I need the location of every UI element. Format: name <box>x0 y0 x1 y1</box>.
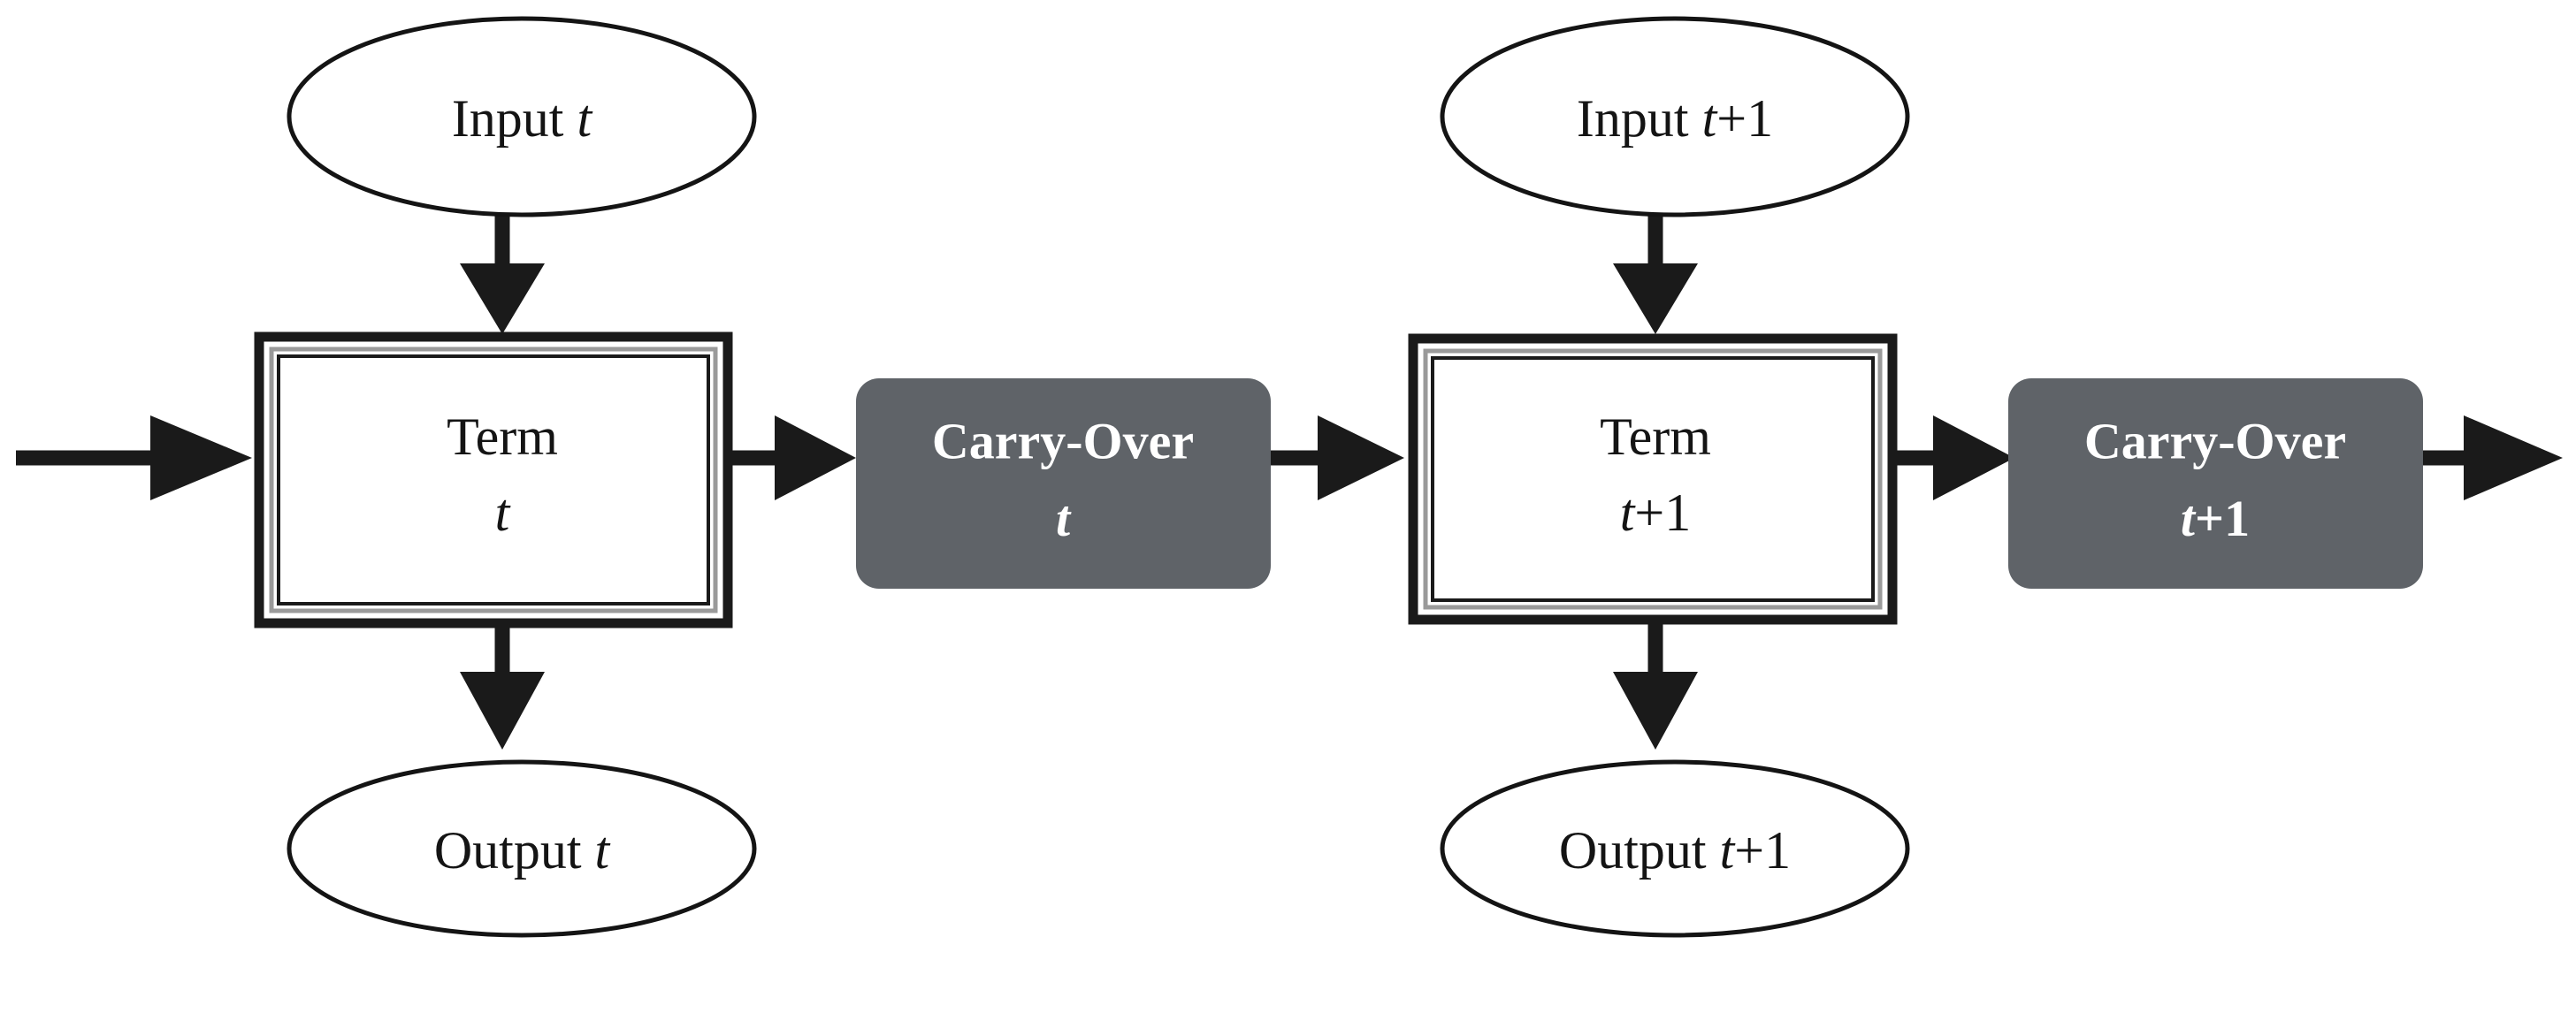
term-t1-mid-border <box>1423 348 1883 610</box>
input-t-ellipse <box>287 16 757 217</box>
node-carry-over-t[interactable]: Carry-Over t <box>856 378 1271 589</box>
input-t-label: Input t <box>452 89 593 148</box>
carry-over-t-var: t <box>1056 490 1072 547</box>
input-t1-var: t <box>1702 89 1718 148</box>
arrow-term-t-to-carry-t <box>732 415 856 500</box>
node-input-t1[interactable]: Input t+1 <box>1440 16 1910 217</box>
arrow-entry-to-term-t <box>16 415 252 500</box>
output-t-var: t <box>595 821 611 880</box>
term-t1-label-var: t+1 <box>1620 484 1692 542</box>
output-t-ellipse <box>287 759 757 938</box>
carry-over-t1-var: t <box>2181 490 2197 547</box>
term-t-inner-border <box>277 354 710 606</box>
input-t-var: t <box>577 89 592 148</box>
node-term-t[interactable]: Term t <box>254 331 733 628</box>
carry-over-t-label-var: t <box>1056 490 1072 547</box>
node-carry-over-t1[interactable]: Carry-Over t+1 <box>2008 378 2423 589</box>
term-t1-suffix: +1 <box>1634 484 1691 542</box>
output-t-label: Output t <box>434 821 611 880</box>
arrow-term-t1-to-output-t1 <box>1613 624 1698 750</box>
output-t1-var: t <box>1720 821 1736 880</box>
output-t1-label: Output t+1 <box>1559 821 1791 880</box>
output-t-word: Output <box>434 821 582 880</box>
input-t-word: Input <box>452 89 564 148</box>
node-term-t1[interactable]: Term t+1 <box>1408 333 1898 625</box>
term-t-mid-border <box>269 347 718 613</box>
arrow-carry-t1-to-exit <box>2423 415 2563 500</box>
input-t1-word: Input <box>1577 89 1689 148</box>
output-t1-ellipse <box>1440 759 1910 938</box>
arrow-term-t-to-output-t <box>460 624 545 750</box>
term-t1-inner-border <box>1431 356 1875 602</box>
term-t1-label-word: Term <box>1600 407 1711 466</box>
arrow-input-t-to-term-t <box>460 216 545 334</box>
carry-over-t-label-word: Carry-Over <box>932 412 1194 469</box>
term-t1-var: t <box>1620 484 1636 542</box>
input-t1-ellipse <box>1440 16 1910 217</box>
arrow-input-t1-to-term-t1 <box>1613 216 1698 334</box>
term-t-label-var: t <box>495 484 511 542</box>
carry-over-t1-shape <box>2008 378 2423 589</box>
output-t1-suffix: +1 <box>1734 821 1791 880</box>
carry-over-t1-label-var: t+1 <box>2181 490 2250 547</box>
node-output-t1[interactable]: Output t+1 <box>1440 759 1910 938</box>
node-input-t[interactable]: Input t <box>287 16 757 217</box>
term-t-label-word: Term <box>447 407 558 466</box>
arrow-term-t1-to-carry-t1 <box>1897 415 2014 500</box>
arrow-carry-t-to-term-t1 <box>1271 415 1404 500</box>
node-output-t[interactable]: Output t <box>287 759 757 938</box>
input-t1-suffix: +1 <box>1716 89 1773 148</box>
term-t-var: t <box>495 484 511 542</box>
carry-over-t1-label-word: Carry-Over <box>2084 412 2346 469</box>
output-t1-word: Output <box>1559 821 1707 880</box>
carry-over-t1-suffix: +1 <box>2195 490 2250 547</box>
carry-over-t-shape <box>856 378 1271 589</box>
input-t1-label: Input t+1 <box>1577 89 1773 148</box>
